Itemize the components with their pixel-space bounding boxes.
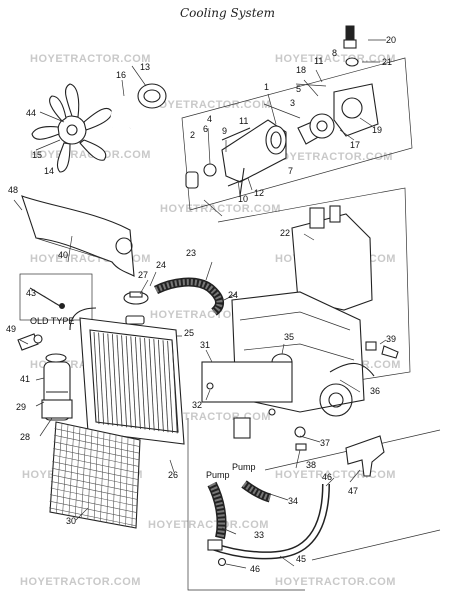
watermark: HOYETRACTOR.COM (160, 203, 281, 215)
watermark: HOYETRACTOR.COM (272, 151, 393, 163)
callout-12: 12 (254, 188, 264, 198)
callout-21: 21 (382, 57, 392, 67)
watermark: HOYETRACTOR.COM (30, 53, 151, 65)
callout-23: 23 (186, 248, 196, 258)
watermark: HOYETRACTOR.COM (150, 99, 271, 111)
watermark: HOYETRACTOR.COM (20, 576, 141, 588)
callout-6: 6 (203, 124, 208, 134)
callout-39: 39 (386, 334, 396, 344)
callout-2: 2 (190, 130, 195, 140)
callout-46: 46 (322, 472, 332, 482)
fan-shroud (21, 195, 135, 277)
callout-19: 19 (372, 125, 382, 135)
callout-16: 16 (116, 70, 126, 80)
callout-14: 14 (44, 166, 54, 176)
pump-label-1: Pump (206, 470, 230, 480)
coolant-reservoir (41, 353, 73, 421)
mounting-bracket (345, 435, 385, 477)
callout-18: 18 (296, 65, 306, 75)
callout-32: 32 (192, 400, 202, 410)
callout-4: 4 (207, 114, 212, 124)
callout-43: 43 (26, 288, 36, 298)
callout-24b: 24 (228, 290, 238, 300)
callout-10: 10 (238, 194, 248, 204)
callout-20: 20 (386, 35, 396, 45)
callout-1: 1 (264, 82, 269, 92)
callout-47: 47 (348, 486, 358, 496)
callout-28: 28 (20, 432, 30, 442)
callout-25: 25 (184, 328, 194, 338)
watermark: HOYETRACTOR.COM (148, 519, 269, 531)
small-fittings (294, 341, 399, 451)
leader-lines (13, 39, 387, 569)
callout-30: 30 (66, 516, 76, 526)
callout-35: 35 (284, 332, 294, 342)
callout-5: 5 (296, 84, 301, 94)
callout-11: 11 (314, 56, 323, 66)
radiator-grille (49, 421, 141, 529)
callout-24: 24 (156, 260, 166, 270)
watermark: HOYETRACTOR.COM (275, 469, 396, 481)
pump-label-2: Pump (232, 462, 256, 472)
callout-3: 3 (290, 98, 295, 108)
callout-34: 34 (288, 496, 298, 506)
pulley-and-belt (110, 83, 167, 129)
callout-15: 15 (32, 150, 42, 160)
part-callouts: 20 8 21 13 16 11 18 1 5 3 44 4 11 2 6 9 … (6, 35, 396, 574)
callout-9: 9 (222, 126, 227, 136)
callout-7: 7 (288, 166, 293, 176)
callout-40: 40 (58, 250, 68, 260)
callout-13: 13 (140, 62, 150, 72)
old-type-label: OLD TYPE (30, 316, 74, 326)
callout-37: 37 (320, 438, 330, 448)
lower-hoses (207, 480, 330, 567)
radiator-cap (123, 291, 149, 305)
callout-46b: 46 (250, 564, 260, 574)
callout-26: 26 (168, 470, 178, 480)
callout-29: 29 (16, 402, 26, 412)
callout-17: 17 (350, 140, 360, 150)
pressure-cap (17, 333, 43, 351)
callout-45: 45 (296, 554, 306, 564)
callout-38: 38 (306, 460, 316, 470)
callout-31: 31 (200, 340, 210, 350)
diagram-title: Cooling System (180, 6, 275, 20)
engine-block (201, 205, 373, 439)
callout-41: 41 (20, 374, 30, 384)
callout-11b: 11 (239, 116, 248, 126)
upper-hose (153, 277, 224, 316)
callout-49: 49 (6, 324, 16, 334)
callout-44: 44 (26, 108, 36, 118)
radiator (69, 307, 185, 445)
cooling-fan (31, 83, 113, 173)
callout-33: 33 (254, 530, 264, 540)
callout-36: 36 (370, 386, 380, 396)
callout-48: 48 (8, 185, 18, 195)
watermark: HOYETRACTOR.COM (275, 576, 396, 588)
callout-8: 8 (332, 48, 337, 58)
callout-22: 22 (280, 228, 290, 238)
callout-27: 27 (138, 270, 148, 280)
